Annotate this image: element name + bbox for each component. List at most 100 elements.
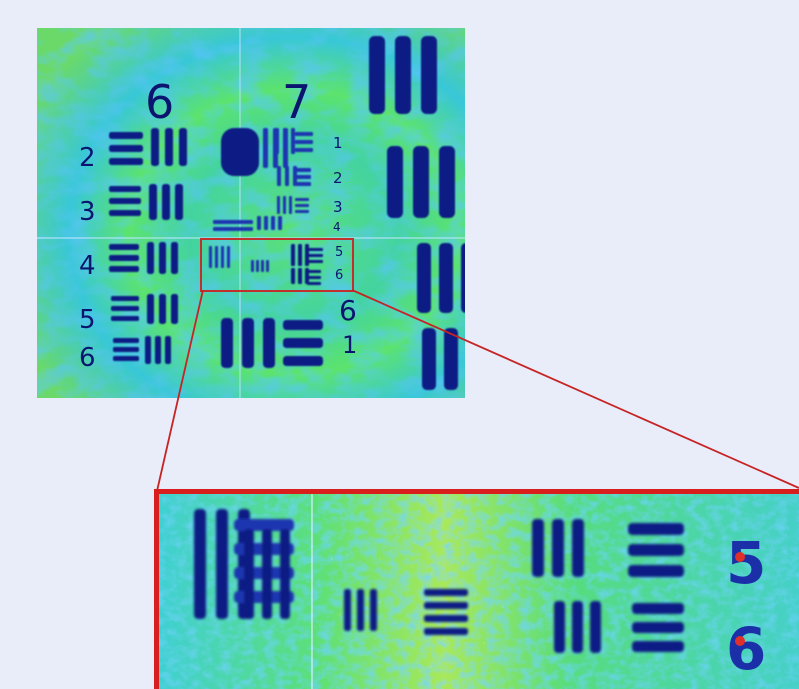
bar-v xyxy=(155,336,161,364)
resolution-target-image: 6 7 2 3 4 5 6 1 2 3 4 5 6 6 1 xyxy=(37,28,465,398)
bar-h xyxy=(295,148,313,152)
bar-v xyxy=(291,128,295,154)
bar-h xyxy=(111,306,139,311)
bar-v xyxy=(261,260,264,272)
bar-h xyxy=(283,320,323,330)
bar-h xyxy=(109,132,143,139)
hotspot-lower xyxy=(735,636,745,646)
bar-h xyxy=(307,270,321,273)
zoom-bar-h xyxy=(424,615,468,622)
bar-h xyxy=(283,356,323,366)
bar-v xyxy=(291,244,295,266)
zoom-bar-v xyxy=(216,509,228,619)
bar-h xyxy=(295,168,311,172)
zoom-frame xyxy=(154,489,799,689)
lower-element-label: 1 xyxy=(342,331,357,359)
bar-v xyxy=(221,318,233,368)
bar-large xyxy=(387,146,403,218)
bar-v xyxy=(275,128,279,154)
bar-v xyxy=(165,128,173,166)
bar-h xyxy=(111,316,139,321)
bar-v xyxy=(162,184,170,220)
bar-v xyxy=(159,294,166,324)
group-label-6: 6 xyxy=(145,75,174,129)
bar-h xyxy=(307,248,323,251)
bar-v xyxy=(251,260,254,272)
bar-h xyxy=(109,244,139,250)
bar-v xyxy=(159,242,166,274)
bar-h xyxy=(111,296,139,301)
bar-v xyxy=(171,242,178,274)
bar-v xyxy=(175,184,183,220)
bar-large xyxy=(444,328,458,390)
zoom-bar-v xyxy=(552,519,564,577)
bar-large xyxy=(421,36,437,114)
bar-h xyxy=(295,198,309,201)
bar-v xyxy=(278,216,282,230)
bar-h xyxy=(295,175,311,179)
bar-v xyxy=(242,318,254,368)
zoom-bar-h xyxy=(424,628,468,635)
zoom-bar-h xyxy=(424,589,468,596)
bar-large xyxy=(422,328,436,390)
zoom-bar-h xyxy=(632,603,684,614)
zoom-bar-v xyxy=(262,529,272,619)
bar-v xyxy=(256,260,259,272)
bar-v xyxy=(221,246,224,268)
bar-v xyxy=(263,318,275,368)
bar-v xyxy=(266,260,269,272)
bar-v xyxy=(215,246,218,268)
bar-v xyxy=(145,336,151,364)
bar-h xyxy=(113,356,139,361)
zoom-element-label-5: 5 xyxy=(726,529,766,597)
bar-v xyxy=(227,246,230,268)
bar-h xyxy=(295,182,311,186)
bar-h xyxy=(295,132,313,136)
lower-group-label: 6 xyxy=(339,294,357,327)
bar-large xyxy=(417,243,431,313)
bar-large xyxy=(413,146,429,218)
bar-v xyxy=(257,216,261,230)
zoom-bar-v xyxy=(357,589,364,631)
bar-v xyxy=(283,128,287,154)
bar-large xyxy=(369,36,385,114)
bar-v xyxy=(171,294,178,324)
zoom-bar-h xyxy=(628,544,684,556)
bar-h xyxy=(109,145,143,152)
bar-v xyxy=(263,128,268,168)
bar-v xyxy=(289,196,292,214)
element-label-left-3: 3 xyxy=(79,197,96,227)
element-label-right-3: 3 xyxy=(333,198,343,216)
bar-h xyxy=(307,260,323,263)
bar-v xyxy=(151,128,159,166)
bar-v xyxy=(285,166,289,186)
bar-h xyxy=(109,158,143,165)
zoom-bar-h xyxy=(628,565,684,577)
bar-large xyxy=(439,243,453,313)
bar-v xyxy=(277,166,281,186)
zoom-bar-v xyxy=(244,529,254,619)
bar-h xyxy=(109,255,139,261)
bar-h xyxy=(307,254,323,257)
bar-v xyxy=(298,244,302,266)
bar-h xyxy=(213,227,253,231)
zoom-bar-v xyxy=(532,519,544,577)
element-label-left-6: 6 xyxy=(79,343,96,373)
zoom-bar-v xyxy=(572,601,583,653)
zoom-bar-h xyxy=(424,602,468,609)
bar-v xyxy=(165,336,171,364)
bar-h xyxy=(109,266,139,272)
bar-v xyxy=(277,196,280,214)
element-label-right-6: 6 xyxy=(335,268,343,283)
bar-v xyxy=(298,268,302,284)
roi-box xyxy=(200,238,354,292)
bar-h xyxy=(295,210,309,213)
bar-h xyxy=(283,338,323,348)
bar-v xyxy=(291,268,295,284)
bar-h xyxy=(109,186,141,192)
bar-large xyxy=(395,36,411,114)
zoom-bar-h xyxy=(632,622,684,633)
bar-v xyxy=(147,294,154,324)
element-label-right-5: 5 xyxy=(335,245,343,260)
element-label-right-1: 1 xyxy=(333,134,343,152)
